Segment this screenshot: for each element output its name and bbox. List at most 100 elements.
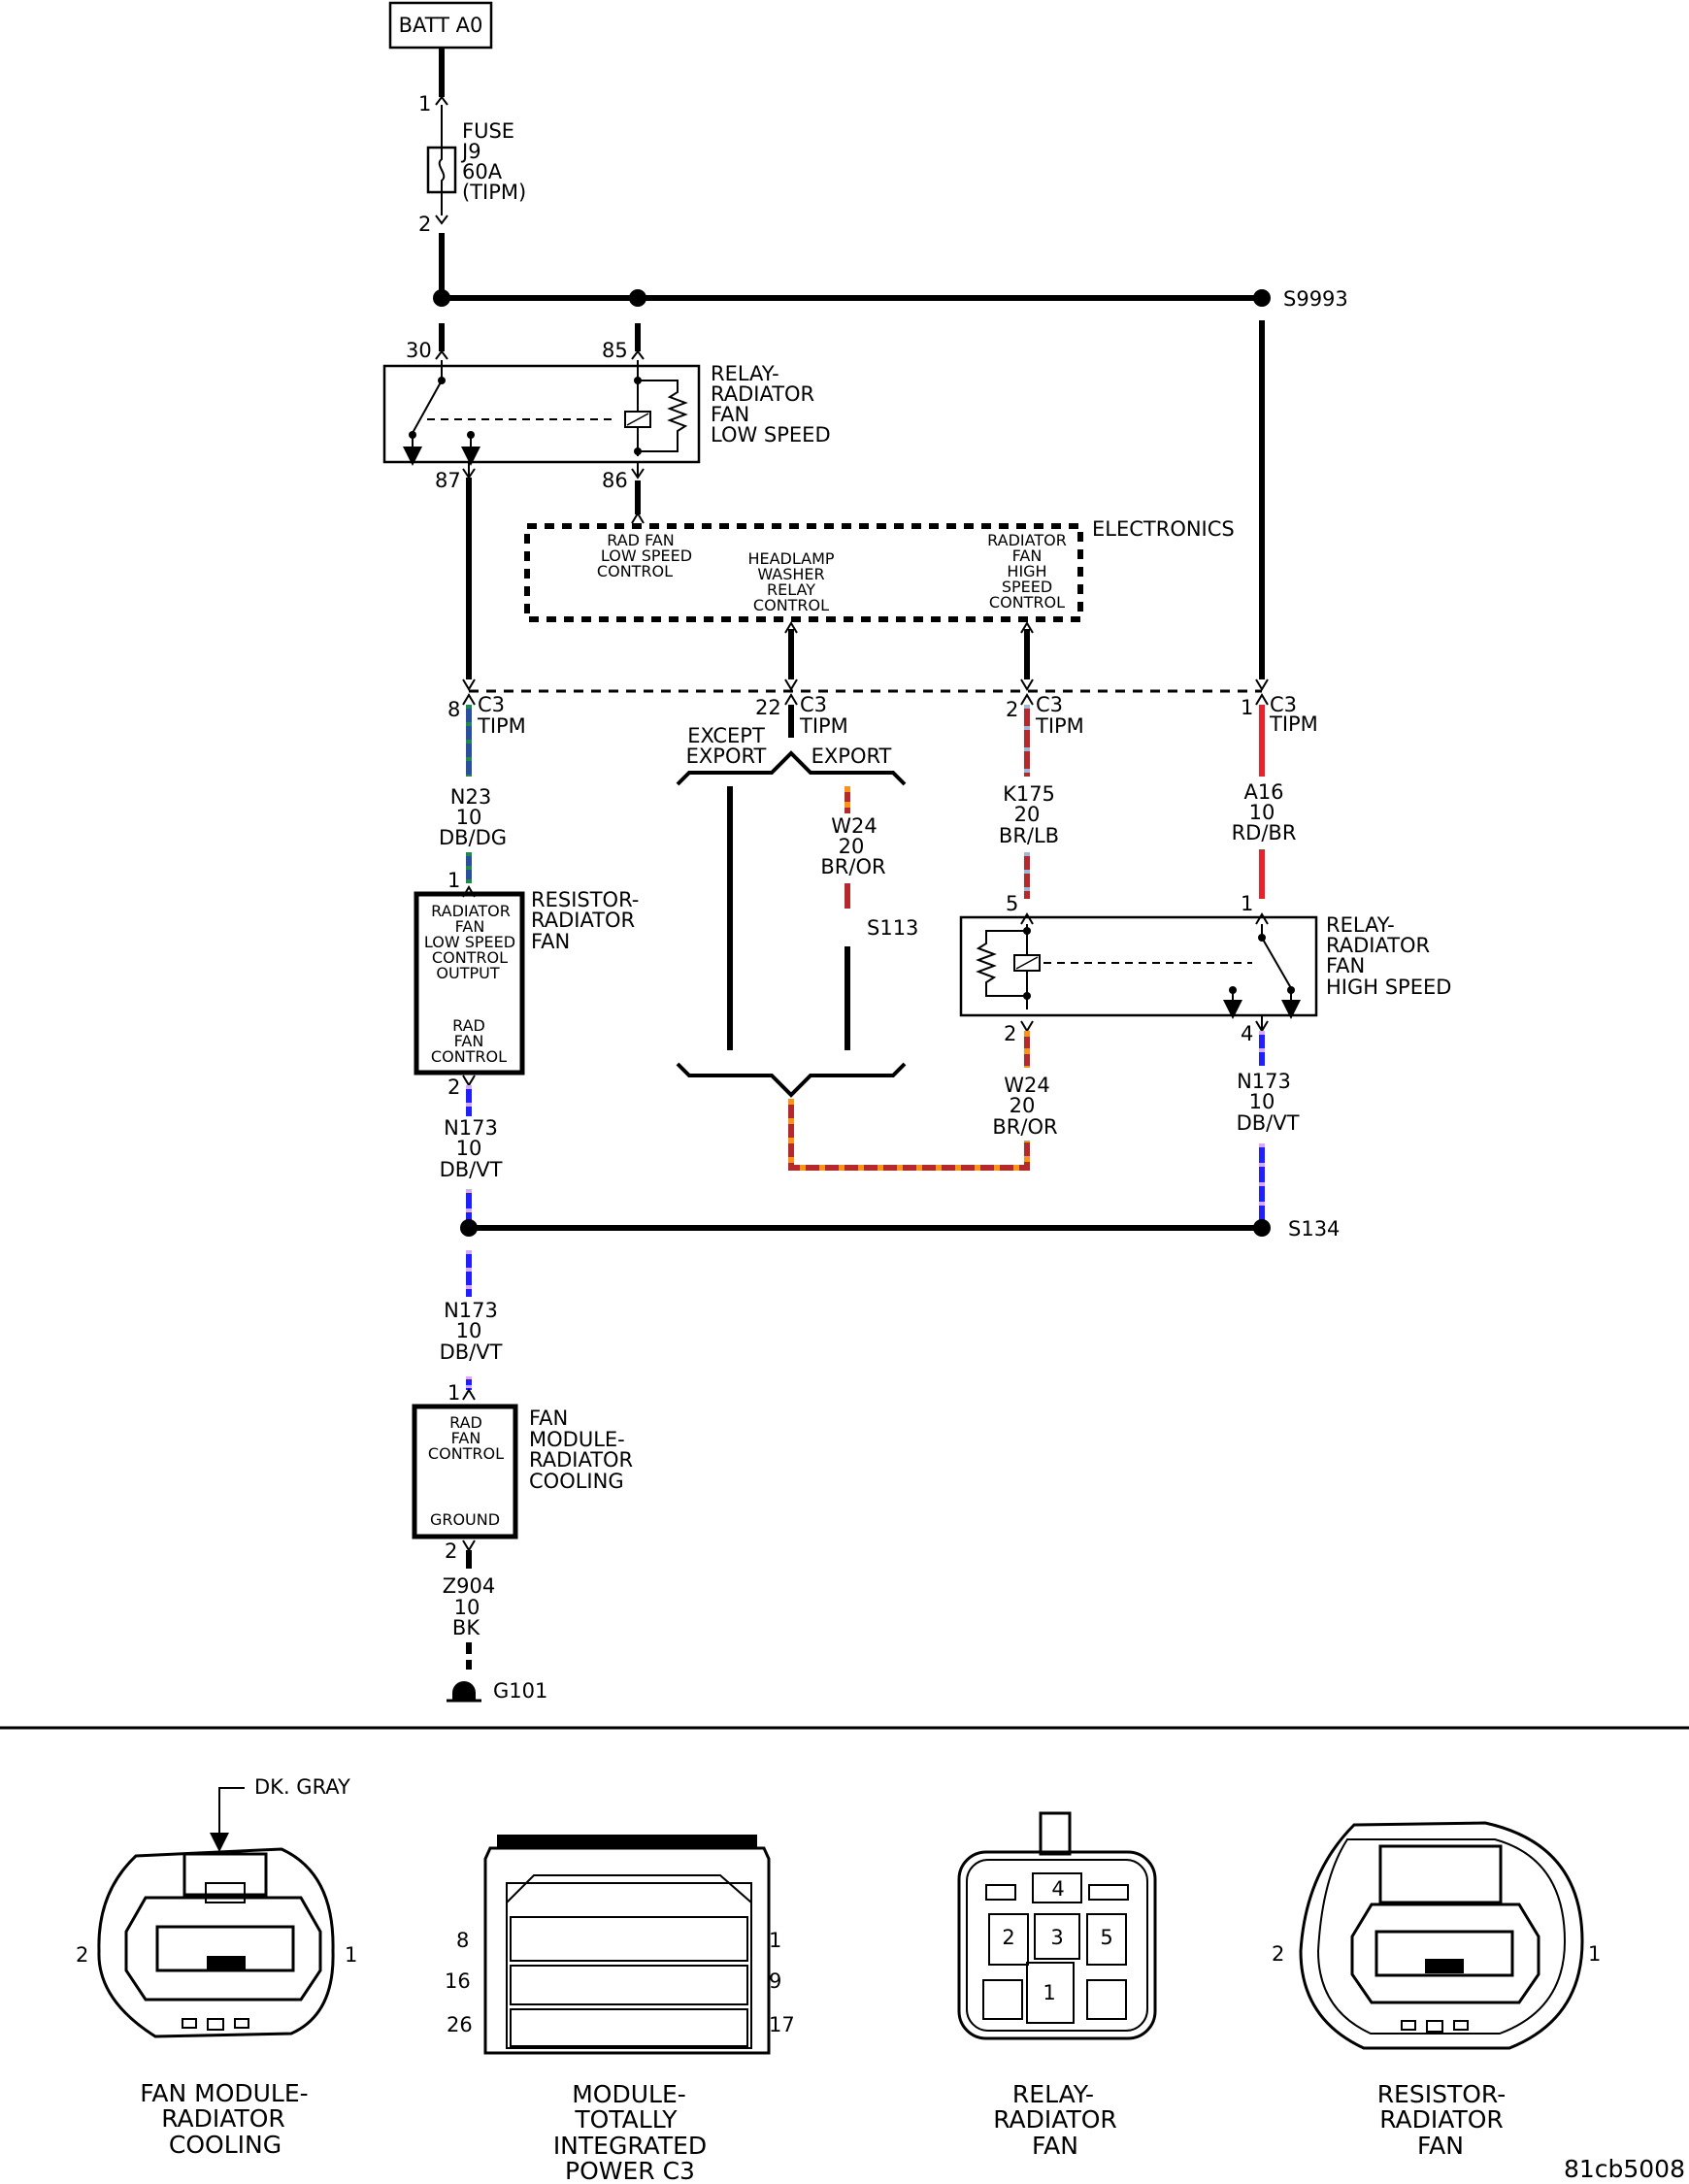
- svg-text:CONTROL: CONTROL: [428, 1444, 504, 1463]
- svg-text:C3: C3: [1270, 693, 1297, 716]
- svg-text:N173: N173: [444, 1116, 498, 1140]
- svg-text:RADIATOR: RADIATOR: [161, 2104, 285, 2133]
- svg-text:10: 10: [456, 1319, 482, 1342]
- svg-text:FAN: FAN: [451, 1429, 481, 1447]
- splice-s9993-bus: S9993: [433, 274, 1348, 311]
- svg-text:FAN: FAN: [1032, 2132, 1078, 2160]
- svg-text:2: 2: [1002, 1926, 1014, 1949]
- svg-text:CONTROL: CONTROL: [753, 596, 829, 614]
- svg-text:1: 1: [1241, 696, 1253, 719]
- svg-text:LOW SPEED: LOW SPEED: [711, 423, 831, 447]
- svg-text:DB/VT: DB/VT: [440, 1340, 503, 1364]
- svg-text:INTEGRATED: INTEGRATED: [553, 2132, 707, 2160]
- wire-n173-module: N173 10 DB/VT: [440, 1250, 503, 1390]
- svg-text:RADIATOR: RADIATOR: [531, 909, 635, 932]
- svg-text:1: 1: [418, 92, 431, 116]
- splice-s9993-label: S9993: [1283, 287, 1348, 311]
- relay-low-speed: 30 85 87 86 RELAY- RADIATOR FAN LOW SPEE…: [382, 323, 831, 492]
- svg-text:1: 1: [1043, 1981, 1055, 2004]
- svg-text:DK. GRAY: DK. GRAY: [254, 1775, 350, 1799]
- wire-k175: K175 20 BR/LB: [999, 705, 1059, 899]
- svg-text:RELAY-: RELAY-: [1012, 2080, 1094, 2108]
- svg-text:TIPM: TIPM: [1269, 712, 1318, 736]
- svg-text:30: 30: [406, 339, 432, 362]
- svg-text:17: 17: [769, 2013, 795, 2036]
- svg-text:RESISTOR-: RESISTOR-: [531, 888, 639, 911]
- svg-text:COOLING: COOLING: [529, 1470, 624, 1493]
- svg-text:C3: C3: [478, 693, 505, 716]
- svg-text:2: 2: [447, 1075, 460, 1099]
- svg-text:FAN: FAN: [711, 403, 749, 426]
- svg-text:K175: K175: [1003, 782, 1055, 806]
- svg-text:OUTPUT: OUTPUT: [436, 964, 499, 982]
- svg-text:C3: C3: [800, 693, 827, 716]
- svg-text:CONTROL: CONTROL: [431, 1047, 507, 1066]
- svg-text:CONTROL: CONTROL: [989, 593, 1065, 612]
- svg-text:HIGH: HIGH: [1007, 562, 1046, 580]
- svg-text:9: 9: [769, 1969, 781, 1993]
- connector-tipm-c3: 8 16 26 1 9 17 MODULE- TOTALLY INTEGRATE…: [445, 1835, 795, 2184]
- svg-text:85: 85: [602, 339, 628, 362]
- svg-text:2: 2: [445, 1539, 457, 1563]
- svg-text:BR/OR: BR/OR: [820, 855, 885, 878]
- svg-text:BR/LB: BR/LB: [999, 824, 1059, 847]
- svg-text:87: 87: [435, 469, 461, 492]
- svg-text:2: 2: [418, 213, 431, 236]
- svg-text:8: 8: [447, 698, 460, 721]
- resistor-radiator-fan: 1 RADIATOR FAN LOW SPEED CONTROL OUTPUT …: [414, 869, 639, 1228]
- svg-text:CONTROL: CONTROL: [597, 562, 673, 580]
- splice-s134-bus: S134: [460, 1208, 1340, 1241]
- svg-text:1: 1: [345, 1943, 357, 1967]
- fan-module-radiator-cooling: 1 RAD FAN CONTROL GROUND FAN MODULE- RAD…: [412, 1381, 633, 1670]
- svg-text:N173: N173: [1237, 1070, 1291, 1093]
- svg-text:FAN: FAN: [531, 930, 570, 953]
- svg-text:FAN: FAN: [454, 1032, 484, 1050]
- svg-text:SPEED: SPEED: [1002, 578, 1052, 596]
- svg-text:RADIATOR: RADIATOR: [431, 902, 511, 920]
- svg-text:DB/VT: DB/VT: [440, 1158, 503, 1181]
- svg-text:2: 2: [1006, 698, 1018, 721]
- svg-text:10: 10: [454, 1596, 480, 1619]
- ground-g101: G101: [447, 1679, 547, 1703]
- svg-text:W24: W24: [1004, 1074, 1050, 1097]
- wire-w24-relay: W24 20 BR/OR: [992, 1031, 1058, 1139]
- connector-fan-module: DK. GRAY 2 1 FAN MODULE- RADIATOR COOLIN…: [76, 1775, 357, 2159]
- svg-text:RD/BR: RD/BR: [1232, 821, 1297, 844]
- svg-text:EXCEPT: EXCEPT: [687, 724, 765, 747]
- svg-text:2: 2: [76, 1943, 88, 1967]
- svg-text:RADIATOR: RADIATOR: [993, 2105, 1117, 2134]
- svg-text:FAN: FAN: [1326, 954, 1365, 977]
- svg-text:1: 1: [1241, 892, 1253, 915]
- svg-text:N23: N23: [450, 785, 491, 809]
- connector-relay: 4 2 3 5 1 RELAY- RADIATOR FAN: [957, 1811, 1157, 2160]
- svg-text:RADIATOR: RADIATOR: [1326, 934, 1430, 957]
- svg-text:POWER C3: POWER C3: [565, 2157, 695, 2184]
- svg-text:TIPM: TIPM: [799, 714, 848, 738]
- svg-text:FUSE: FUSE: [462, 119, 514, 143]
- svg-text:TIPM: TIPM: [1035, 714, 1084, 738]
- diagram-id: 81cb5008: [1564, 2155, 1685, 2183]
- svg-text:26: 26: [447, 2013, 473, 2036]
- svg-text:RESISTOR-: RESISTOR-: [1377, 2080, 1507, 2108]
- svg-text:EXPORT: EXPORT: [686, 745, 767, 768]
- svg-text:LOW SPEED: LOW SPEED: [601, 546, 692, 565]
- svg-text:2: 2: [1272, 1942, 1284, 1966]
- connector-resistor: 2 1 RESISTOR- RADIATOR FAN: [1272, 1821, 1601, 2160]
- svg-text:TIPM: TIPM: [477, 714, 526, 738]
- svg-text:RELAY-: RELAY-: [711, 362, 779, 385]
- svg-text:5: 5: [1100, 1926, 1112, 1949]
- svg-text:CONTROL: CONTROL: [432, 948, 508, 967]
- svg-text:W24: W24: [831, 814, 878, 838]
- svg-text:20: 20: [1014, 803, 1041, 826]
- svg-text:22: 22: [755, 696, 781, 719]
- svg-text:4: 4: [1051, 1877, 1064, 1901]
- svg-text:FAN: FAN: [1012, 546, 1043, 565]
- battery-block: BATT A0: [388, 1, 493, 50]
- svg-text:FAN: FAN: [529, 1406, 568, 1430]
- svg-text:RADIATOR: RADIATOR: [987, 531, 1067, 549]
- electronics-block: ELECTRONICS RAD FAN LOW SPEED CONTROL HE…: [524, 480, 1235, 622]
- svg-text:8: 8: [456, 1929, 469, 1952]
- svg-text:LOW SPEED: LOW SPEED: [424, 933, 515, 951]
- svg-text:RAD: RAD: [452, 1016, 485, 1035]
